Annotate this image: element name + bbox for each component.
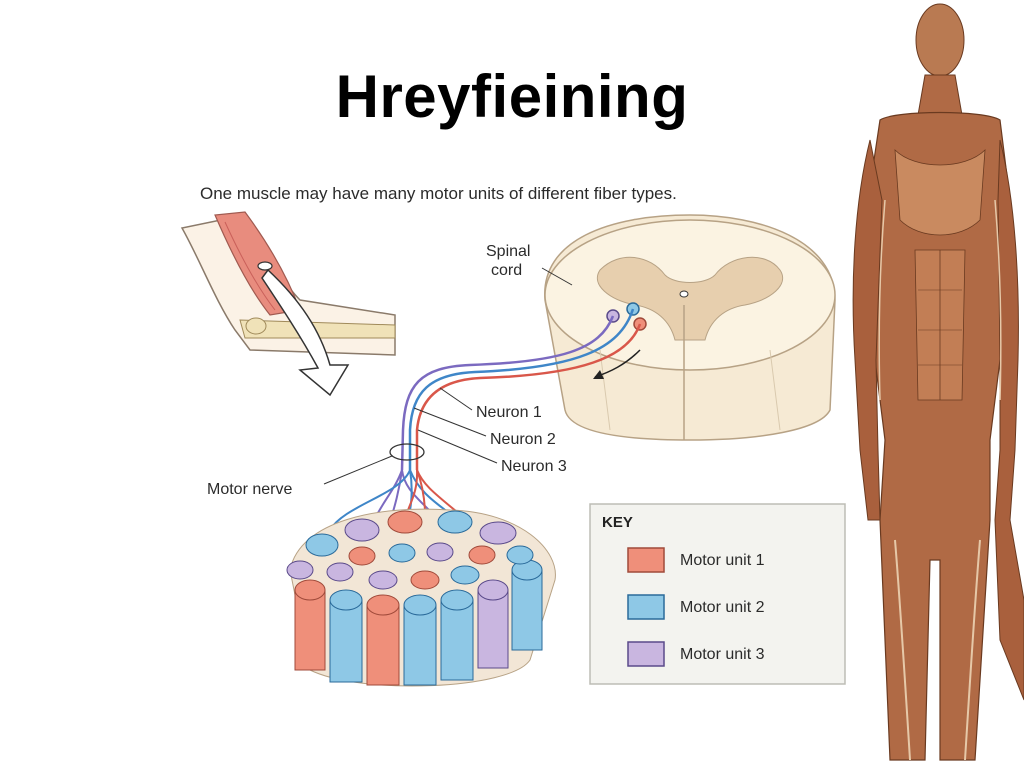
legend-key: KEY Motor unit 1 Motor unit 2 Motor unit 3 bbox=[589, 503, 846, 685]
key-swatch-1 bbox=[627, 547, 665, 573]
muscular-system-figure bbox=[852, 3, 1024, 761]
key-heading: KEY bbox=[602, 514, 633, 531]
key-label-3: Motor unit 3 bbox=[680, 646, 765, 663]
neuron1-label: Neuron 1 bbox=[476, 404, 542, 421]
key-label-1: Motor unit 1 bbox=[680, 552, 765, 569]
motor-nerve-label: Motor nerve bbox=[207, 481, 292, 498]
neuron2-label: Neuron 2 bbox=[490, 431, 556, 448]
key-label-2: Motor unit 2 bbox=[680, 599, 765, 616]
key-swatch-3 bbox=[627, 641, 665, 667]
spinal-cord-label-line2: cord bbox=[491, 262, 522, 279]
spinal-cord-label-line1: Spinal bbox=[486, 243, 530, 260]
spinal-cord-illustration bbox=[544, 214, 836, 441]
key-swatch-2 bbox=[627, 594, 665, 620]
diagram-caption: One muscle may have many motor units of … bbox=[200, 184, 677, 203]
neuron3-label: Neuron 3 bbox=[501, 458, 567, 475]
diagram-labels: Spinal cord Neuron 1 Neuron 2 Neuron 3 M… bbox=[207, 243, 573, 498]
muscle-fiber-bundle bbox=[286, 508, 556, 687]
arm-illustration bbox=[180, 211, 396, 397]
slide-title: Hreyfieining bbox=[335, 63, 689, 130]
